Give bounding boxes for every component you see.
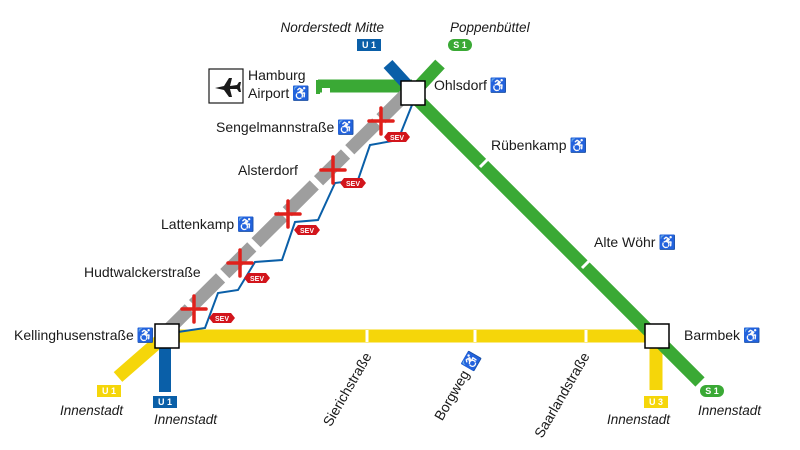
sev-badge: SEV xyxy=(209,313,235,323)
ohlsdorf-station-box xyxy=(400,80,426,106)
station-sierichstrasse: Sierichstraße xyxy=(320,349,375,429)
station-barmbek: Barmbek♿ xyxy=(684,327,760,344)
sev-badge: SEV xyxy=(384,132,410,142)
terminal-norderstedt: Norderstedt Mitte xyxy=(280,20,384,35)
wheelchair-icon: ♿ xyxy=(460,350,483,374)
wheelchair-icon: ♿ xyxy=(337,119,354,136)
u1-badge-bottom: U 1 xyxy=(153,396,177,408)
svg-text:S 1: S 1 xyxy=(705,386,719,396)
svg-text:SEV: SEV xyxy=(390,135,404,142)
wheelchair-icon: ♿ xyxy=(237,216,254,233)
wheelchair-icon: ♿ xyxy=(570,137,587,154)
svg-text:U 1: U 1 xyxy=(158,397,172,407)
terminal-poppenbuettel: Poppenbüttel xyxy=(450,20,531,35)
station-alte-woehr: Alte Wöhr♿ xyxy=(594,234,676,251)
svg-text:S 1: S 1 xyxy=(453,40,467,50)
u3-station-ticks xyxy=(365,330,588,342)
svg-text:U 1: U 1 xyxy=(102,386,116,396)
barmbek-station-box xyxy=(644,323,670,349)
station-ohlsdorf: Ohlsdorf♿ xyxy=(434,77,507,94)
svg-text:U 3: U 3 xyxy=(649,397,663,407)
s1-station-ticks xyxy=(478,155,594,270)
station-lattenkamp: Lattenkamp♿ xyxy=(161,216,255,233)
sev-badge: SEV xyxy=(294,225,320,235)
terminal-innenstadt-u3: Innenstadt xyxy=(607,412,671,427)
sev-bus-route xyxy=(177,99,415,333)
station-alsterdorf: Alsterdorf xyxy=(238,162,298,178)
u1-badge-top: U 1 xyxy=(357,39,381,51)
wheelchair-icon: ♿ xyxy=(292,85,309,102)
station-ruebenkamp: Rübenkamp♿ xyxy=(491,137,587,154)
station-saarlandstrasse: Saarlandstraße xyxy=(531,349,593,440)
svg-text:U 1: U 1 xyxy=(362,40,376,50)
station-sengelmannstrasse: Sengelmannstraße♿ xyxy=(216,119,355,136)
sev-badge: SEV xyxy=(244,273,270,283)
svg-text:SEV: SEV xyxy=(300,228,314,235)
station-hamburg-airport: Hamburg xyxy=(248,67,306,83)
svg-text:SEV: SEV xyxy=(250,276,264,283)
cross-icon xyxy=(180,106,395,324)
terminal-innenstadt-s1: Innenstadt xyxy=(698,403,762,418)
terminal-innenstadt-u1-left: Innenstadt xyxy=(60,403,124,418)
terminal-innenstadt-u1: Innenstadt xyxy=(154,412,218,427)
wheelchair-icon: ♿ xyxy=(658,234,675,251)
u3-badge-bottom: U 3 xyxy=(644,396,668,408)
airplane-icon xyxy=(208,68,244,104)
kellinghusenstrasse-station-box xyxy=(154,323,180,349)
station-borgweg: Borgweg♿ xyxy=(431,350,484,424)
station-kellinghusenstrasse: Kellinghusenstraße♿ xyxy=(14,327,154,344)
svg-text:SEV: SEV xyxy=(215,316,229,323)
s1-badge-top: S 1 xyxy=(448,39,472,51)
station-hamburg-airport: Airport♿ xyxy=(248,85,310,102)
wheelchair-icon: ♿ xyxy=(743,327,760,344)
station-hudtwalckerstrasse: Hudtwalckerstraße xyxy=(84,264,201,280)
u1-badge-left: U 1 xyxy=(97,385,121,397)
sev-badge: SEV xyxy=(340,178,366,188)
svg-text:SEV: SEV xyxy=(346,181,360,188)
s1-badge-bottom: S 1 xyxy=(700,385,724,397)
wheelchair-icon: ♿ xyxy=(490,77,507,94)
wheelchair-icon: ♿ xyxy=(137,327,154,344)
